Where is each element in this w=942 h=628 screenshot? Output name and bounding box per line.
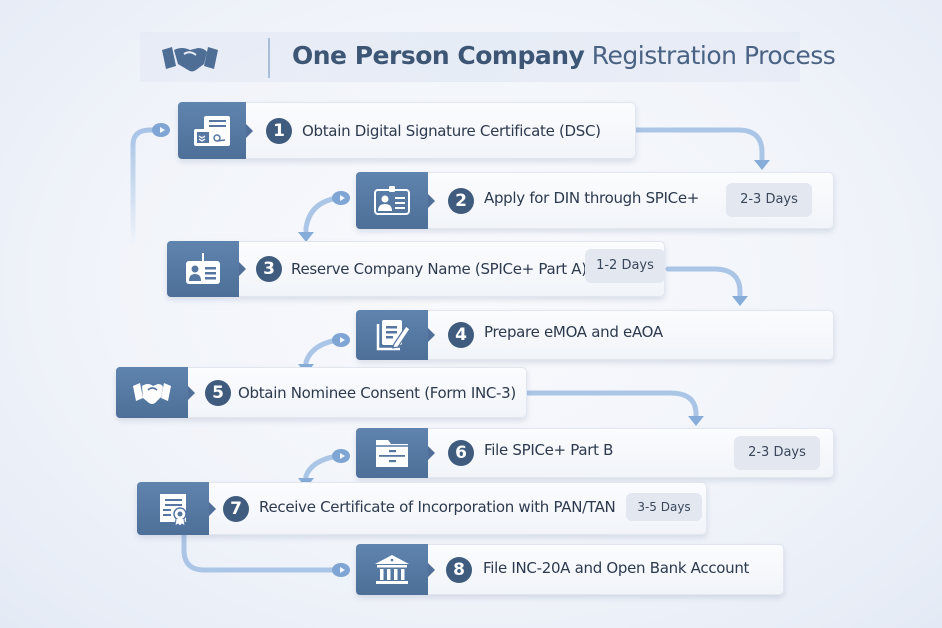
arrow-head-2 <box>754 160 770 170</box>
page-title: One Person Company Registration Process <box>292 40 836 72</box>
step-card <box>178 102 636 159</box>
connector-2-3 <box>303 195 341 237</box>
step-icon-box <box>356 172 435 229</box>
step-label: Prepare eMOA and eAOA <box>484 323 663 341</box>
id-badge-icon <box>186 253 220 284</box>
handshake-icon <box>162 47 218 72</box>
step-label: Obtain Digital Signature Certificate (DS… <box>302 121 601 140</box>
step-label: Obtain Nominee Consent (Form INC-3) <box>238 383 516 402</box>
step-label: Apply for DIN through SPICe+ <box>484 188 700 207</box>
connector-7-8 <box>181 533 343 573</box>
step-number: 5 <box>205 379 231 406</box>
entry-dot-2 <box>332 191 350 205</box>
title-regular: Registration Process <box>591 41 836 70</box>
step-number: 6 <box>448 440 474 466</box>
step-2[interactable]: 2 Apply for DIN through SPICe+ 2-3 Days <box>356 172 834 229</box>
entry-dot-8 <box>332 563 350 577</box>
step-6[interactable]: 6 File SPICe+ Part B 2-3 Days <box>356 428 834 478</box>
duration-badge: 1-2 Days <box>585 249 665 283</box>
step-icon-box <box>137 482 216 535</box>
step-icon-box <box>356 428 435 478</box>
step-5[interactable]: 5 Obtain Nominee Consent (Form INC-3) <box>116 367 527 418</box>
id-card-icon <box>374 185 410 215</box>
step-number: 2 <box>448 187 474 214</box>
duration-badge: 3-5 Days <box>626 493 702 521</box>
header-divider <box>268 38 270 78</box>
step-card <box>356 172 834 229</box>
step-card <box>356 310 834 360</box>
connector-loop-start <box>130 127 168 248</box>
step-7[interactable]: 7 Receive Certificate of Incorporation w… <box>137 482 707 535</box>
step-card <box>167 241 665 297</box>
step-4[interactable]: 4 Prepare eMOA and eAOA <box>356 310 834 360</box>
step-icon-box <box>178 102 253 159</box>
handshake-icon <box>133 382 171 404</box>
step-number: 4 <box>448 322 474 348</box>
connector-1-2 <box>633 127 765 163</box>
header-banner: One Person Company Registration Process <box>140 32 836 82</box>
connector-3-4 <box>665 266 743 301</box>
step-card <box>137 482 707 535</box>
step-icon-box <box>116 367 195 418</box>
entry-dot-4 <box>332 333 350 347</box>
file-folder-icon <box>376 440 408 467</box>
step-icon-box <box>356 544 435 595</box>
connector-5-6 <box>525 390 699 421</box>
step-label: Receive Certificate of Incorporation wit… <box>259 497 616 516</box>
title-bold: One Person Company <box>292 41 585 70</box>
step-number: 8 <box>446 556 472 583</box>
step-number: 3 <box>256 256 282 282</box>
step-icon-box <box>167 241 246 297</box>
step-number: 1 <box>266 117 292 144</box>
step-label: File INC-20A and Open Bank Account <box>483 558 750 577</box>
entry-dot-1 <box>152 123 170 137</box>
step-label: File SPICe+ Part B <box>484 441 614 459</box>
duration-badge: 2-3 Days <box>734 436 820 470</box>
entry-dot-6 <box>332 449 350 463</box>
step-1[interactable]: 1 Obtain Digital Signature Certificate (… <box>178 102 636 159</box>
bank-icon <box>375 554 409 584</box>
step-label: Reserve Company Name (SPICe+ Part A) <box>291 260 587 278</box>
step-icon-box <box>356 310 435 360</box>
step-number: 7 <box>223 495 249 522</box>
certificate-award-icon <box>160 493 187 526</box>
step-3[interactable]: 3 Reserve Company Name (SPICe+ Part A) 1… <box>167 241 665 297</box>
document-edit-icon <box>376 320 411 351</box>
arrow-head-4 <box>732 296 748 306</box>
duration-badge: 2-3 Days <box>726 183 812 217</box>
step-8[interactable]: 8 File INC-20A and Open Bank Account <box>356 544 784 595</box>
certificate-signature-icon <box>194 115 230 146</box>
arrow-head-6 <box>688 416 704 426</box>
